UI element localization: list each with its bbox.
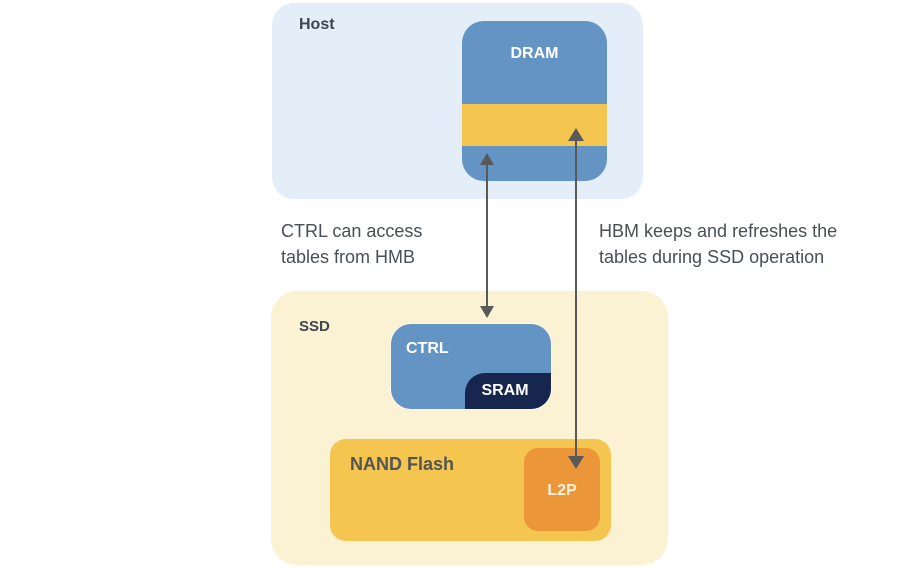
ctrl-access-note: CTRL can access tables from HMB [281,218,422,270]
nand-flash-label: NAND Flash [350,454,455,474]
sram-label: SRAM [481,382,529,399]
hmb-region [462,104,607,146]
ctrl-label: CTRL [406,340,449,357]
l2p-block: L2P [524,448,600,531]
note-line: CTRL can access [281,221,423,241]
dram-block: DRAM [462,21,607,181]
note-line: tables during SSD operation [599,247,825,267]
ssd-label: SSD [299,318,330,335]
ctrl-block: CTRL SRAM [391,324,551,409]
note-line: HBM keeps and refreshes the [599,221,838,241]
dram-label: DRAM [510,45,559,62]
hbm-refresh-note: HBM keeps and refreshes the tables durin… [599,218,837,270]
note-line: tables from HMB [281,247,416,267]
host-label: Host [299,16,335,33]
sram-block: SRAM [465,373,551,409]
l2p-label: L2P [547,482,577,499]
